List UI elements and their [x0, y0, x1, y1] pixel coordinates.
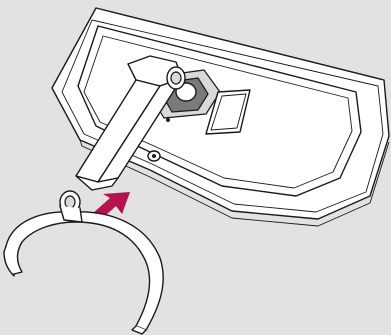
- kensington-port: [148, 151, 160, 161]
